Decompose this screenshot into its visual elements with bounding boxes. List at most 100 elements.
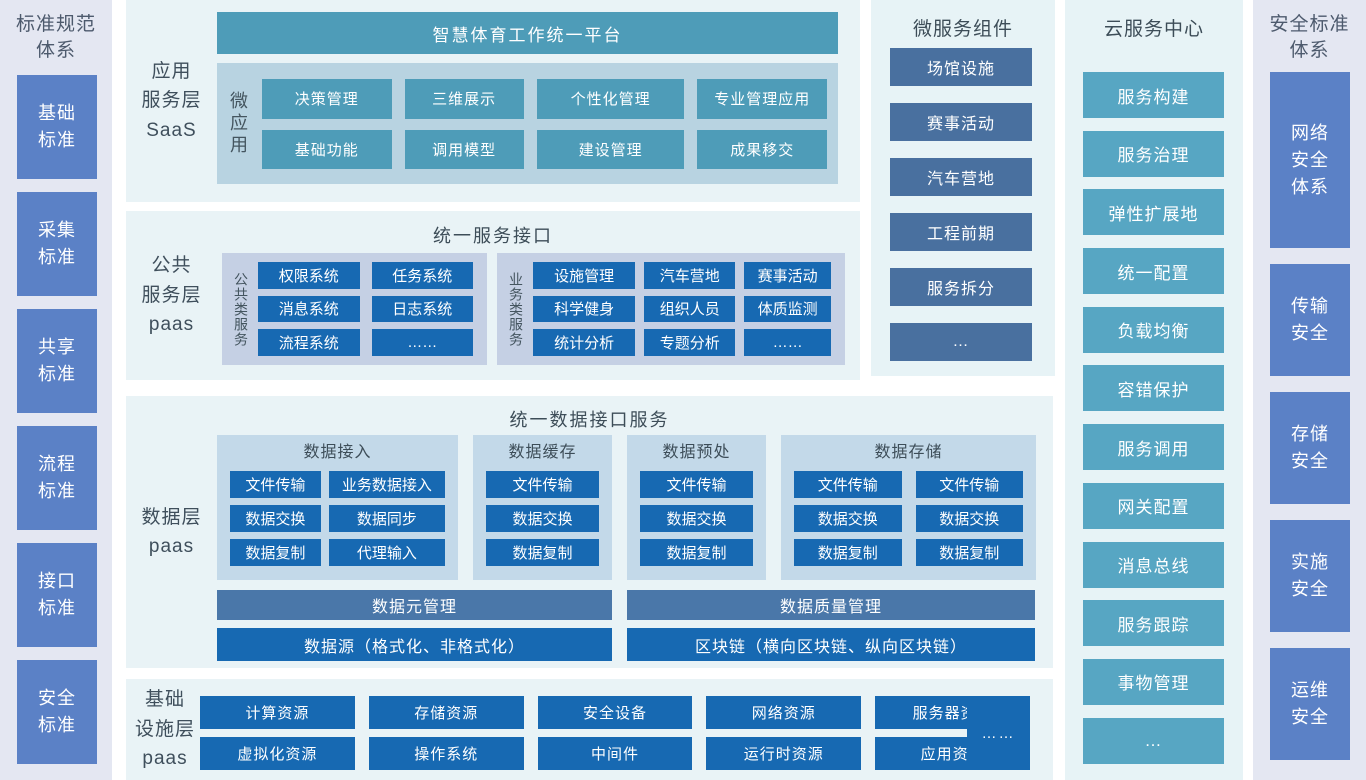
micro-app-box: 成果移交: [697, 129, 827, 169]
cloud-service-column: 云服务中心 服务构建服务治理弹性扩展地统一配置负载均衡容错保护服务调用网关配置消…: [1065, 0, 1243, 780]
infra-box: 操作系统: [368, 737, 524, 770]
data-box: 文件传输: [230, 471, 321, 498]
platform-banner: 智慧体育工作统一平台: [217, 12, 838, 54]
data-box: 数据交换: [640, 505, 753, 532]
data-source-bars: 数据源（格式化、非格式化） 区块链（横向区块链、纵向区块链）: [217, 628, 1035, 661]
data-box: 业务数据接入: [328, 471, 445, 498]
business-services-group: 业务类服务 设施管理汽车营地赛事活动科学健身组织人员体质监测统计分析专题分析……: [497, 253, 845, 365]
infra-more-box: ……: [967, 696, 1030, 770]
service-box: 专题分析: [644, 329, 736, 356]
service-box: ……: [744, 329, 831, 356]
infra-row-2: 虚拟化资源操作系统中间件运行时资源应用资源: [200, 737, 1030, 770]
micro-app-box: 个性化管理: [536, 79, 685, 119]
security-standard-box: 网络 安全 体系: [1270, 72, 1350, 248]
infra-layer-label: 基础 设施层 paas: [134, 689, 195, 770]
security-standards-list: 网络 安全 体系传输 安全存储 安全实施 安全运维 安全: [1270, 72, 1350, 760]
data-access-group: 数据接入 文件传输业务数据接入数据交换数据同步数据复制代理输入: [217, 435, 458, 580]
cloud-service-box: 服务治理: [1083, 130, 1224, 177]
microservice-box: 服务拆分: [890, 268, 1032, 306]
service-box: ……: [371, 329, 473, 356]
micro-app-box: 决策管理: [262, 79, 392, 119]
security-standard-box: 传输 安全: [1270, 264, 1350, 376]
cloud-service-box: 消息总线: [1083, 541, 1224, 588]
security-standard-box: 实施 安全: [1270, 520, 1350, 632]
microservice-box: …: [890, 323, 1032, 361]
standards-list: 基础 标准采集 标准共享 标准流程 标准接口 标准安全 标准: [17, 75, 97, 764]
micro-app-box: 调用模型: [404, 129, 524, 169]
service-box: 赛事活动: [744, 262, 831, 289]
public-service-layer-section: 公共 服务层 paas 统一服务接口 公共类服务 权限系统任务系统消息系统日志系…: [126, 211, 860, 380]
security-standards-title: 安全标准 体系: [1269, 14, 1350, 61]
micro-apps-label: 微应用: [228, 90, 248, 157]
micro-app-box: 建设管理: [536, 129, 685, 169]
data-source-bar: 数据源（格式化、非格式化）: [217, 628, 612, 661]
data-cache-group: 数据缓存 文件传输数据交换数据复制: [473, 435, 612, 580]
data-box: 数据交换: [915, 505, 1023, 532]
security-standards-column: 安全标准 体系 网络 安全 体系传输 安全存储 安全实施 安全运维 安全: [1253, 0, 1366, 780]
data-cache-grid: 文件传输数据交换数据复制: [486, 471, 599, 566]
standard-box: 基础 标准: [17, 75, 97, 179]
microservices-title: 微服务组件: [912, 19, 1013, 40]
service-box: 流程系统: [258, 329, 360, 356]
service-box: 汽车营地: [644, 262, 736, 289]
cloud-service-box: 统一配置: [1083, 248, 1224, 295]
infra-box: 存储资源: [368, 696, 524, 729]
public-services-label: 公共类服务: [233, 271, 249, 347]
infra-box: 计算资源: [200, 696, 355, 729]
standards-column-title: 标准规范 体系: [15, 14, 96, 61]
data-box: 数据复制: [640, 539, 753, 566]
service-box: 权限系统: [258, 262, 360, 289]
micro-app-box: 三维展示: [404, 79, 524, 119]
data-preprocess-grid: 文件传输数据交换数据复制: [640, 471, 753, 566]
standard-box: 安全 标准: [17, 660, 97, 764]
data-groups: 数据接入 文件传输业务数据接入数据交换数据同步数据复制代理输入 数据缓存 文件传…: [217, 435, 1036, 580]
data-box: 文件传输: [640, 471, 753, 498]
data-box: 文件传输: [915, 471, 1023, 498]
data-cache-title: 数据缓存: [508, 444, 577, 461]
infra-box: 运行时资源: [706, 737, 862, 770]
data-storage-grid: 文件传输文件传输数据交换数据交换数据复制数据复制: [794, 471, 1023, 566]
standard-box: 接口 标准: [17, 543, 97, 647]
micro-app-box: 专业管理应用: [697, 79, 827, 119]
public-services-group: 公共类服务 权限系统任务系统消息系统日志系统流程系统……: [222, 253, 487, 365]
micro-apps-container: 微应用 决策管理三维展示个性化管理专业管理应用基础功能调用模型建设管理成果移交: [217, 63, 838, 184]
cloud-service-box: 网关配置: [1083, 482, 1224, 529]
cloud-service-box: 负载均衡: [1083, 306, 1224, 353]
cloud-service-box: …: [1083, 717, 1224, 764]
data-preprocess-title: 数据预处: [662, 444, 731, 461]
infra-layer-section: 基础 设施层 paas 计算资源存储资源安全设备网络资源服务器资源 虚拟化资源操…: [126, 679, 1053, 780]
data-preprocess-group: 数据预处 文件传输数据交换数据复制: [627, 435, 766, 580]
blockchain-bar: 区块链（横向区块链、纵向区块链）: [627, 628, 1035, 661]
infra-box: 网络资源: [706, 696, 862, 729]
security-standard-box: 存储 安全: [1270, 392, 1350, 504]
service-box: 消息系统: [258, 295, 360, 323]
data-box: 文件传输: [486, 471, 599, 498]
data-storage-group: 数据存储 文件传输文件传输数据交换数据交换数据复制数据复制: [781, 435, 1036, 580]
data-box: 数据复制: [915, 539, 1023, 566]
service-box: 设施管理: [533, 262, 636, 289]
saas-layer-section: 应用 服务层 SaaS 智慧体育工作统一平台 微应用 决策管理三维展示个性化管理…: [126, 0, 860, 202]
public-service-layer-label: 公共 服务层 paas: [141, 255, 202, 336]
cloud-service-box: 服务跟踪: [1083, 600, 1224, 647]
data-access-grid: 文件传输业务数据接入数据交换数据同步数据复制代理输入: [230, 471, 445, 566]
data-access-title: 数据接入: [303, 444, 372, 461]
data-storage-title: 数据存储: [874, 444, 943, 461]
cloud-service-title: 云服务中心: [1103, 19, 1204, 40]
microservice-box: 赛事活动: [890, 103, 1032, 141]
data-box: 数据复制: [486, 539, 599, 566]
service-box: 日志系统: [371, 295, 473, 323]
data-box: 数据交换: [486, 505, 599, 532]
standard-box: 共享 标准: [17, 309, 97, 413]
business-services-label: 业务类服务: [508, 271, 524, 347]
unified-data-interface-title: 统一数据接口服务: [509, 410, 670, 430]
service-box: 科学健身: [533, 295, 636, 323]
cloud-service-box: 容错保护: [1083, 365, 1224, 412]
microservices-list: 场馆设施赛事活动汽车营地工程前期服务拆分…: [890, 48, 1032, 361]
quality-management-bar: 数据质量管理: [627, 590, 1035, 620]
service-groups: 公共类服务 权限系统任务系统消息系统日志系统流程系统…… 业务类服务 设施管理汽…: [222, 253, 845, 365]
data-layer-section: 数据层 paas 统一数据接口服务 数据接入 文件传输业务数据接入数据交换数据同…: [126, 396, 1053, 668]
service-box: 组织人员: [644, 295, 736, 323]
data-box: 数据复制: [794, 539, 902, 566]
microservices-column: 微服务组件 场馆设施赛事活动汽车营地工程前期服务拆分…: [871, 0, 1055, 376]
infra-rows: 计算资源存储资源安全设备网络资源服务器资源 虚拟化资源操作系统中间件运行时资源应…: [200, 696, 1030, 778]
